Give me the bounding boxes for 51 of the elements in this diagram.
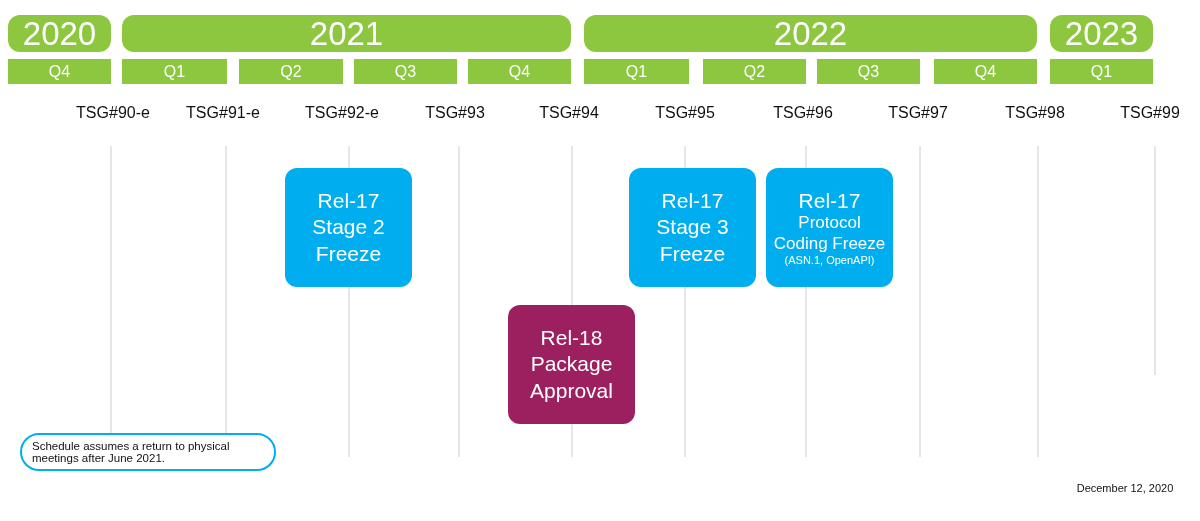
quarter-bar <box>1050 59 1153 84</box>
quarter-label: Q2 <box>280 62 302 81</box>
quarter-label: Q1 <box>1090 62 1113 81</box>
year-label: 2023 <box>1064 14 1139 53</box>
quarter-label: Q1 <box>163 62 186 81</box>
quarter-label: Q3 <box>857 62 880 81</box>
year-bar <box>1050 15 1153 52</box>
year-bar <box>122 15 571 52</box>
quarter-label: Q3 <box>394 62 417 81</box>
year-bar <box>584 15 1037 52</box>
milestone-box <box>508 305 635 424</box>
year-label: 2022 <box>773 14 848 53</box>
milestone-box <box>285 168 412 287</box>
quarter-label: Q4 <box>974 62 997 81</box>
meeting-label: TSG#99 <box>1120 104 1180 122</box>
quarter-bar <box>468 59 571 84</box>
quarter-bar <box>122 59 227 84</box>
meeting-label: TSG#96 <box>773 104 833 122</box>
meeting-label: TSG#94 <box>539 104 599 122</box>
meeting-label: TSG#98 <box>1005 104 1065 122</box>
meeting-label: TSG#92-e <box>305 104 379 122</box>
quarter-label: Q2 <box>743 62 766 81</box>
meeting-label: TSG#90-e <box>76 104 150 122</box>
quarter-bar <box>817 59 920 84</box>
milestone-text: Rel-17 Stage 2 Freeze <box>311 188 386 267</box>
milestone-text: Rel-18 Package Approval <box>529 325 614 404</box>
quarter-label: Q1 <box>625 62 648 81</box>
note-box <box>20 433 276 471</box>
milestone-text: Rel-17 Stage 3 Freeze <box>655 188 730 267</box>
meeting-label: TSG#91-e <box>186 104 260 122</box>
milestone-text: Protocol Coding Freeze <box>772 213 887 254</box>
quarter-label: Q4 <box>508 62 531 81</box>
date-text: December 12, 2020 <box>1076 482 1174 494</box>
quarter-bar <box>584 59 689 84</box>
milestone-box <box>766 168 893 287</box>
quarter-label: Q4 <box>48 62 71 81</box>
year-label: 2021 <box>309 14 384 53</box>
year-bar <box>8 15 111 52</box>
year-label: 2020 <box>22 14 97 53</box>
milestone-box <box>629 168 756 287</box>
quarter-bar <box>934 59 1037 84</box>
quarter-bar <box>703 59 806 84</box>
quarter-bar <box>8 59 111 84</box>
meeting-label: TSG#97 <box>888 104 948 122</box>
milestone-text: Rel-17 <box>798 187 861 214</box>
quarter-bar <box>239 59 343 84</box>
meeting-label: TSG#95 <box>655 104 715 122</box>
milestone-text: (ASN.1, OpenAPI) <box>784 253 875 268</box>
note-text: Schedule assumes a return to physical meetings after June 2021. <box>32 440 231 464</box>
meeting-label: TSG#93 <box>425 104 485 122</box>
quarter-bar <box>354 59 457 84</box>
